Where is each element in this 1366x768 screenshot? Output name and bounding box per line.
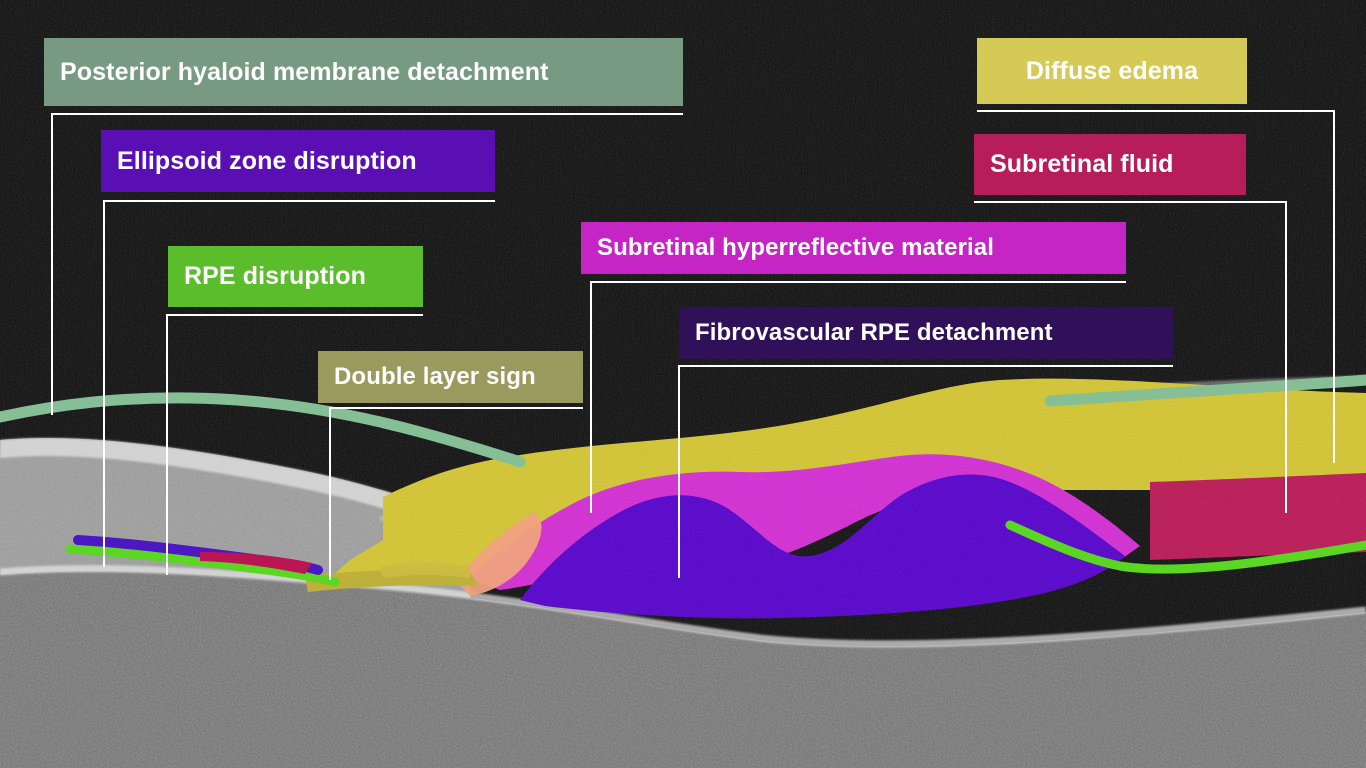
overlay-posterior-hyaloid-membrane [0,374,1366,468]
label-rpe-disruption[interactable]: RPE disruption [168,246,423,307]
label-text: Fibrovascular RPE detachment [695,319,1053,346]
leader-shrm [590,281,1126,513]
overlay-subretinal-fluid [1150,473,1366,560]
leader-subretinal-fluid [974,201,1287,513]
label-text: Diffuse edema [1025,56,1199,85]
label-text: Ellipsoid zone disruption [117,146,417,175]
overlay-fibrovascular-ped [520,474,1125,619]
label-fibrovascular-rpe-detachment[interactable]: Fibrovascular RPE detachment [679,307,1173,359]
overlay-subretinal-fluid-left [200,552,312,574]
label-text: Subretinal fluid [990,150,1174,178]
label-ellipsoid-zone-disruption[interactable]: Ellipsoid zone disruption [101,130,495,192]
label-text: Subretinal hyperreflective material [597,234,994,261]
label-posterior-hyaloid-membrane-detachment[interactable]: Posterior hyaloid membrane detachment [44,38,683,106]
label-text: Double layer sign [334,363,536,390]
label-subretinal-fluid[interactable]: Subretinal fluid [974,134,1246,195]
label-double-layer-sign[interactable]: Double layer sign [318,351,583,403]
leader-ellipsoid-zone [103,200,495,567]
overlay-double-layer-sign [305,563,478,592]
overlay-serous-wedge [455,512,542,596]
leader-fibrovascular-ped [678,365,1173,578]
label-text: RPE disruption [184,262,366,290]
label-subretinal-hyperreflective-material[interactable]: Subretinal hyperreflective material [581,222,1126,274]
leader-diffuse-edema [977,110,1335,463]
label-text: Posterior hyaloid membrane detachment [60,57,549,86]
leader-rpe-disruption [166,314,423,575]
label-diffuse-edema[interactable]: Diffuse edema [977,38,1247,104]
leader-double-layer-sign [329,407,583,580]
leader-posterior-hyaloid [51,113,683,415]
overlay-rpe-disruption [65,520,1366,587]
